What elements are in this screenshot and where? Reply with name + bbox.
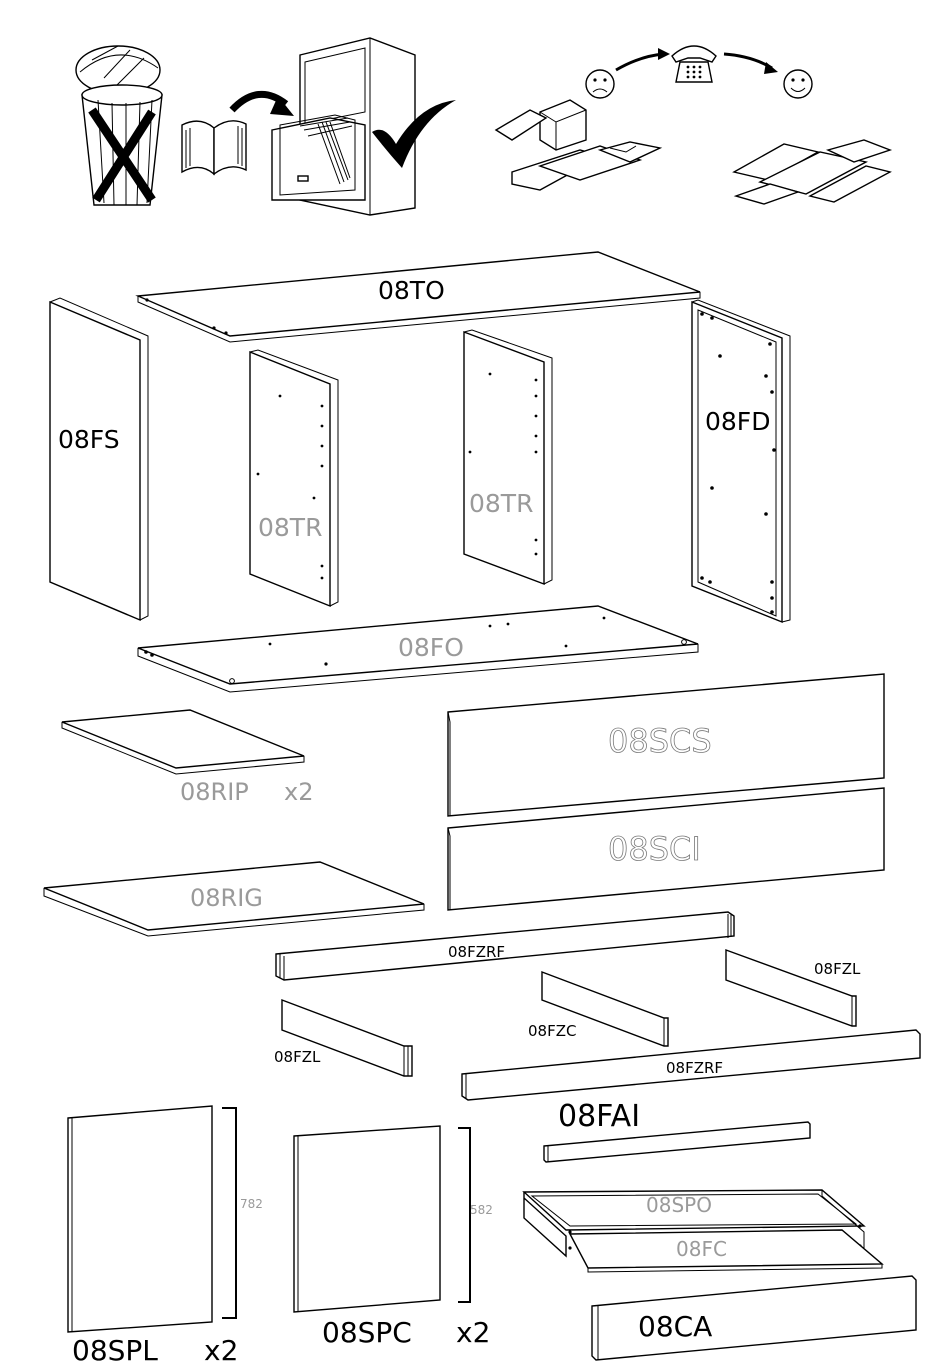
- arrow-curve-icon: [232, 94, 294, 116]
- label-side-left: 08FS: [58, 425, 120, 454]
- label-partition-right: 08TR: [469, 489, 533, 518]
- label-top: 08TO: [378, 276, 445, 305]
- label-drawer-front-lower: 08SCI: [608, 830, 701, 868]
- filing-cabinet-icon: [272, 38, 415, 215]
- label-large-shelf: 08RIG: [190, 884, 263, 912]
- damaged-box-icon: [496, 100, 660, 190]
- label-rail-center: 08FZC: [528, 1022, 576, 1040]
- door-center: [294, 1126, 470, 1312]
- arrow-to-happy-icon: [724, 54, 778, 74]
- label-door-center: 08SPC: [322, 1316, 412, 1349]
- open-book-icon: [182, 121, 246, 174]
- label-door-center-dim: 582: [470, 1203, 493, 1217]
- label-front-strip: 08FAI: [558, 1099, 640, 1134]
- label-rail-right-side: 08FZL: [814, 960, 861, 978]
- happy-face-icon: [784, 70, 812, 98]
- label-side-right: 08FD: [705, 407, 770, 436]
- label-rail-bottom: 08FZRF: [666, 1059, 723, 1077]
- label-drawer-back: 08SPO: [646, 1193, 712, 1217]
- label-small-shelf-qty: x2: [284, 778, 313, 806]
- label-door-left-qty: x2: [204, 1334, 238, 1367]
- label-bottom: 08FO: [398, 633, 464, 662]
- telephone-icon: [672, 46, 716, 82]
- panel-side-left: [50, 298, 148, 620]
- label-door-left: 08SPL: [72, 1334, 158, 1367]
- label-partition-left: 08TR: [258, 513, 322, 542]
- label-drawer-bottom: 08FC: [676, 1237, 727, 1261]
- label-rail-top: 08FZRF: [448, 943, 505, 961]
- panel-partition-right: [464, 330, 552, 584]
- door-left: [68, 1106, 236, 1332]
- sad-face-icon: [586, 70, 614, 98]
- correct-parts-icon: [734, 140, 890, 204]
- label-rail-left-side: 08FZL: [274, 1048, 321, 1066]
- arrow-to-phone-icon: [616, 48, 670, 70]
- panel-partition-left: [250, 350, 338, 606]
- label-small-shelf: 08RIP: [180, 778, 249, 806]
- label-back-panel: 08CA: [638, 1310, 712, 1343]
- panel-side-right: [692, 300, 790, 622]
- label-door-center-qty: x2: [456, 1316, 490, 1349]
- label-door-left-dim: 782: [240, 1197, 263, 1211]
- shelf-small: [62, 710, 304, 774]
- label-drawer-front-upper: 08SCS: [608, 722, 712, 760]
- trash-bin-crossed-icon: [76, 46, 162, 205]
